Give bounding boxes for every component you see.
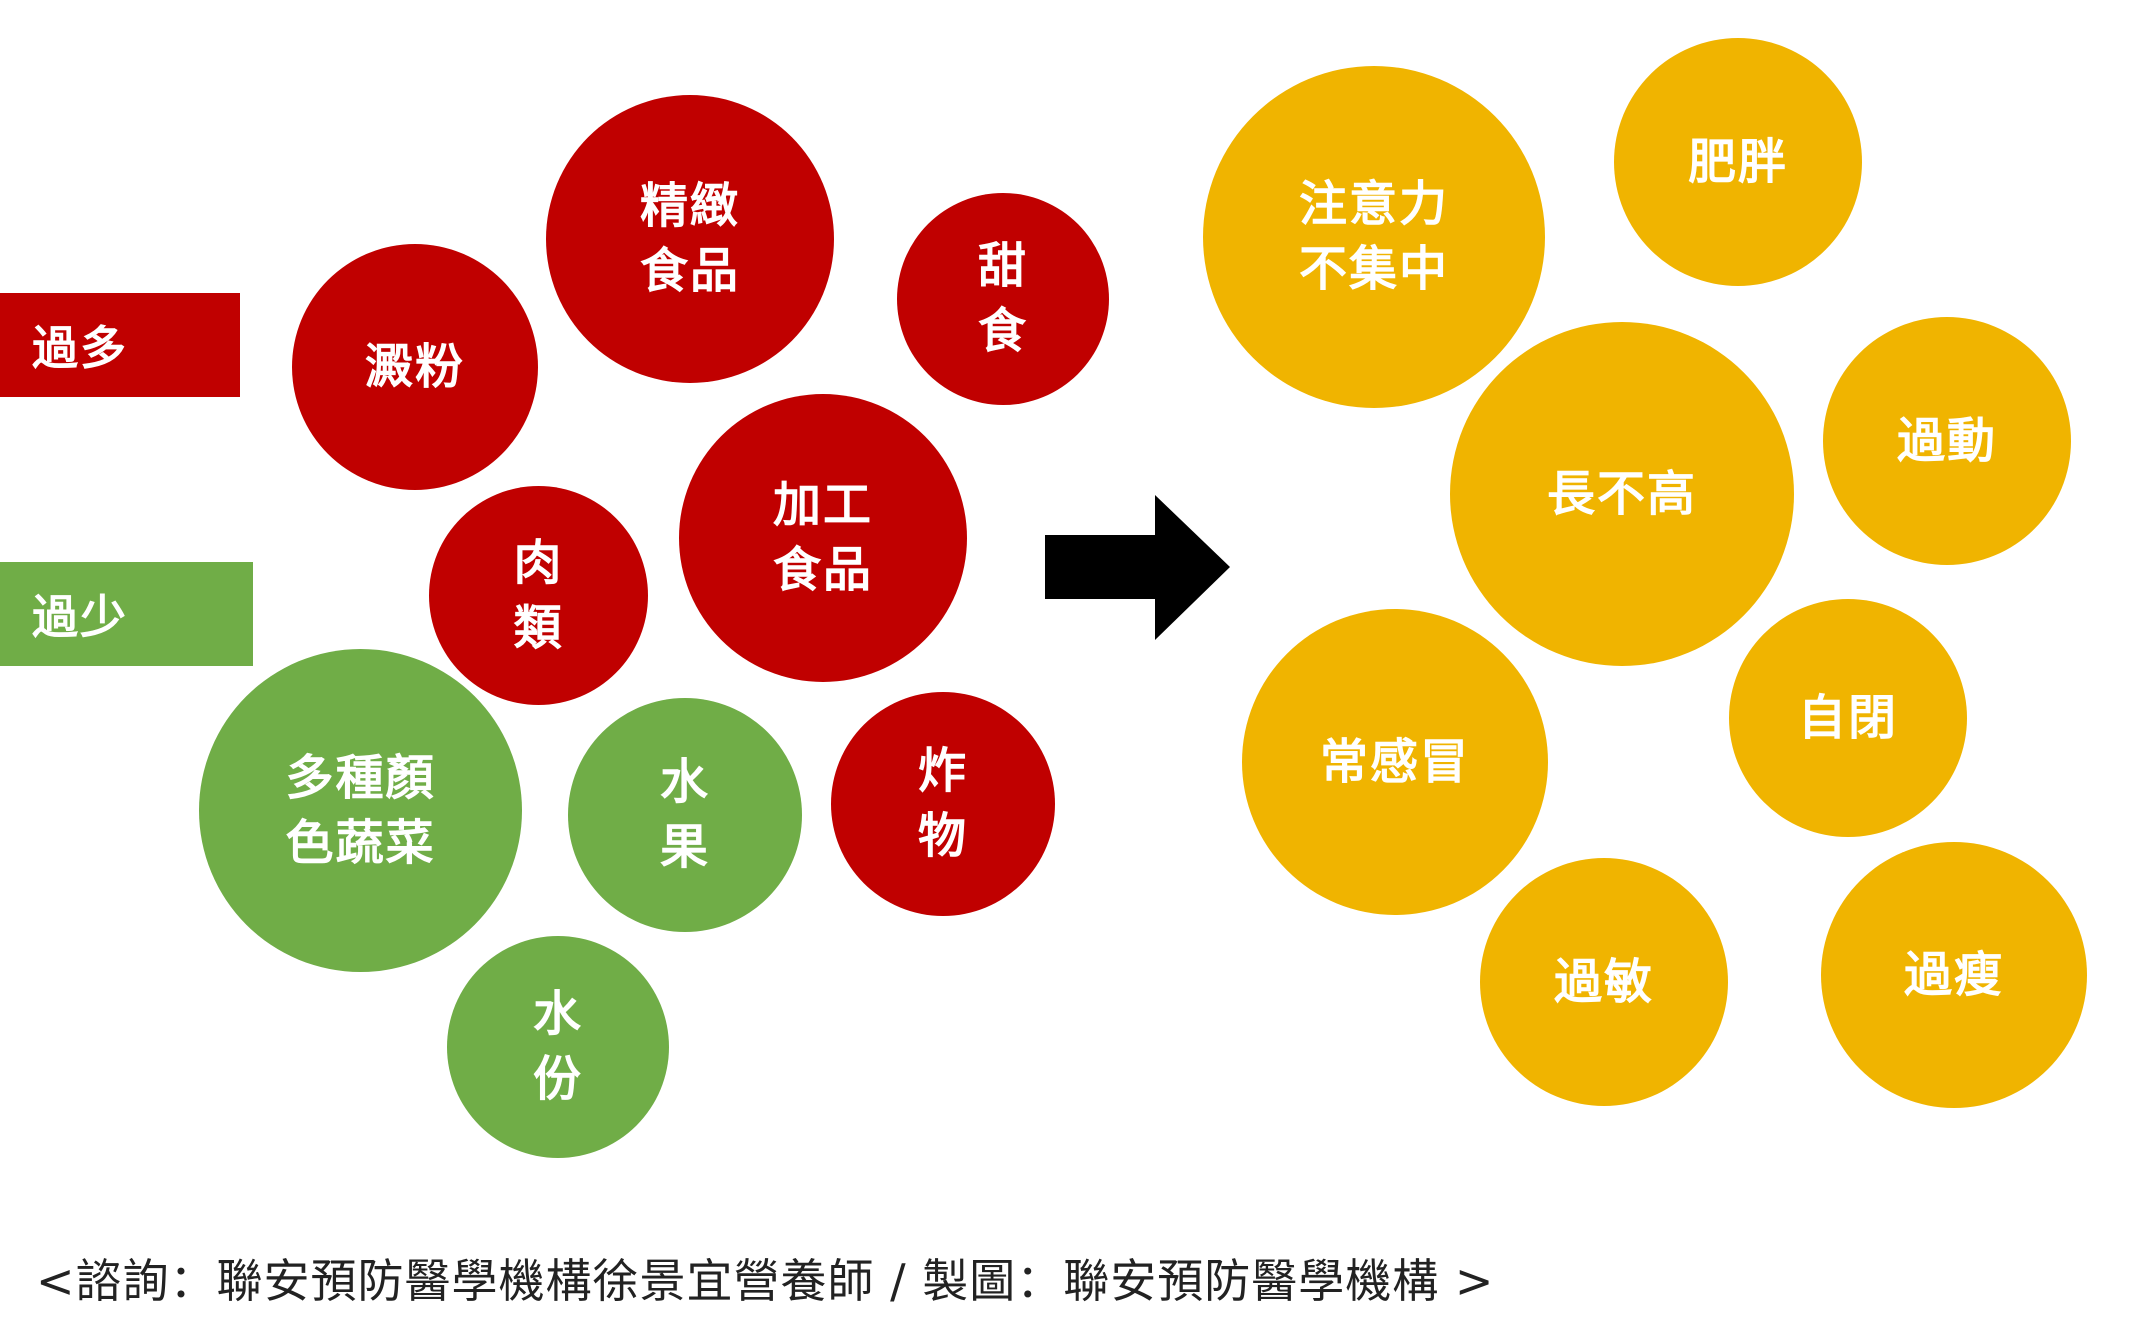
right-arrow-icon xyxy=(1045,495,1230,640)
outcome-bubble-cold: 常感冒 xyxy=(1242,609,1548,915)
food-bubble-vegetables: 多種顏 色蔬菜 xyxy=(199,649,522,972)
outcome-bubble-thin: 過瘦 xyxy=(1821,842,2087,1108)
legend-lack-label: 過少 xyxy=(32,590,128,644)
outcome-bubble-allergy: 過敏 xyxy=(1480,858,1728,1106)
food-bubble-starch: 澱粉 xyxy=(292,244,538,490)
food-bubble-water: 水 份 xyxy=(447,936,669,1158)
outcome-bubble-obesity: 肥胖 xyxy=(1614,38,1862,286)
food-bubble-fruit: 水 果 xyxy=(568,698,802,932)
food-bubble-meat: 肉 類 xyxy=(429,486,648,705)
food-bubble-refined: 精緻 食品 xyxy=(546,95,834,383)
legend-excess: 過多 xyxy=(0,293,240,397)
outcome-bubble-autism: 自閉 xyxy=(1729,599,1967,837)
legend-lack: 過少 xyxy=(0,562,253,666)
outcome-bubble-adhd: 過動 xyxy=(1823,317,2071,565)
source-caption: <諮詢：聯安預防醫學機構徐景宜營養師 / 製圖：聯安預防醫學機構 > xyxy=(36,1254,1495,1308)
outcome-bubble-short: 長不高 xyxy=(1450,322,1794,666)
food-bubble-sweets: 甜 食 xyxy=(897,193,1109,405)
legend-excess-label: 過多 xyxy=(32,321,128,375)
food-bubble-fried: 炸 物 xyxy=(831,692,1055,916)
outcome-bubble-attention: 注意力 不集中 xyxy=(1203,66,1545,408)
food-bubble-processed: 加工 食品 xyxy=(679,394,967,682)
